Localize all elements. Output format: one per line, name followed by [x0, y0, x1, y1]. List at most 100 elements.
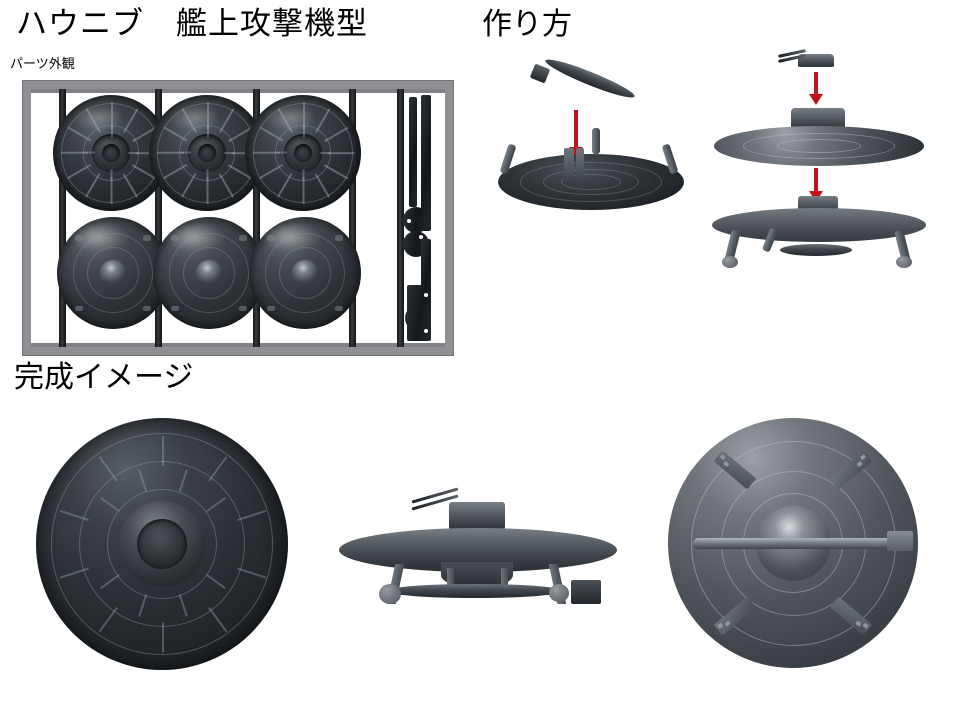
part-spoke — [328, 152, 355, 154]
gun-turret — [449, 502, 505, 530]
torpedo-tail-fin — [887, 530, 913, 551]
part-tab — [335, 305, 344, 312]
arrow-shaft — [814, 72, 818, 94]
page-title: ハウニブ 艦上攻撃機型 — [16, 6, 368, 42]
underslung-torpedo — [780, 244, 852, 256]
leg-pad-nub — [859, 454, 867, 461]
arrow-shaft — [574, 110, 578, 147]
sprue-interior — [31, 89, 445, 347]
part-spoke — [111, 101, 113, 129]
sprue-part-saucer-top-shell — [249, 217, 361, 329]
part-pin-hole — [407, 219, 411, 223]
part-pin-hole — [424, 329, 428, 333]
saucer-panel-line — [106, 488, 218, 600]
part-ring — [279, 247, 331, 299]
landing-strut — [501, 568, 508, 594]
upper-saucer-shell — [714, 126, 924, 166]
part-tab — [143, 234, 152, 241]
small-part-disc — [405, 305, 431, 331]
leg-pad-nub — [855, 620, 862, 627]
leg-pad-nub — [723, 460, 730, 468]
saucer-radial-panel — [162, 435, 164, 466]
part-inner-spoke — [111, 126, 113, 137]
saucer-groove — [520, 161, 662, 203]
part-core — [197, 143, 217, 163]
part-ring — [264, 232, 346, 314]
small-part-turret — [403, 207, 429, 233]
part-spoke — [60, 152, 88, 154]
sprue-runner — [59, 89, 66, 347]
part-inner-spoke — [303, 126, 305, 137]
leg-pad-nub — [862, 622, 869, 629]
part-core — [293, 143, 313, 163]
part-spoke — [252, 152, 280, 154]
parts-overview-label: パーツ外観 — [10, 57, 75, 72]
part-spoke — [156, 152, 184, 154]
saucer-radial-panel — [162, 621, 164, 653]
part-spoke — [111, 177, 113, 204]
landing-leg-foot — [896, 256, 912, 268]
saucer-panel-line — [777, 138, 861, 154]
part-dome — [195, 259, 223, 287]
part-ring — [179, 125, 235, 181]
leg-pad-nub — [724, 620, 731, 627]
part-ring — [87, 247, 139, 299]
part-spoke — [207, 177, 209, 204]
sprue-rail-bottom — [31, 343, 445, 347]
part-tab — [143, 305, 152, 312]
leg-pad-nub — [717, 622, 724, 629]
part-tab — [266, 234, 275, 241]
finished-view-top — [668, 418, 918, 668]
part-ring — [253, 103, 353, 203]
part-inner-spoke — [303, 169, 305, 180]
sprue-part-saucer-top-shell — [153, 217, 265, 329]
assembly-step-turret-and-hull — [706, 40, 956, 268]
arrow-head — [809, 94, 823, 105]
part-core — [101, 143, 121, 163]
lower-saucer-plate — [712, 208, 926, 242]
landing-leg-foot — [549, 584, 569, 602]
upper-dome-collar — [791, 108, 845, 130]
small-part-strut — [421, 239, 431, 311]
part-tab — [170, 305, 179, 312]
torpedo-part — [543, 54, 637, 103]
landing-strut — [447, 568, 454, 594]
part-inner-spoke — [207, 169, 209, 180]
underslung-torpedo — [693, 538, 888, 549]
part-ring — [275, 125, 331, 181]
part-tab — [74, 234, 83, 241]
torpedo-mount-bracket — [564, 148, 574, 182]
parts-sprue-frame — [22, 80, 454, 356]
part-inner-spoke — [111, 169, 113, 180]
landing-leg-foot — [722, 256, 738, 268]
underslung-torpedo — [387, 584, 563, 598]
torpedo-mount-bracket — [576, 148, 584, 182]
gun-turret-part — [798, 54, 834, 67]
part-spoke — [303, 177, 305, 204]
part-tab — [239, 234, 248, 241]
saucer-panel-line — [743, 133, 895, 159]
landing-leg — [592, 128, 600, 154]
finished-view-bottom — [36, 418, 288, 670]
saucer-groove — [561, 174, 621, 190]
sprue-rail-top — [31, 89, 445, 93]
how-to-make-heading: 作り方 — [482, 7, 572, 42]
small-part-torpedo — [409, 97, 417, 207]
center-hatch — [136, 518, 188, 570]
part-spoke — [303, 101, 305, 129]
sprue-runner — [253, 89, 260, 347]
torpedo-fin — [529, 63, 551, 84]
saucer-underside-assembly — [498, 154, 684, 210]
part-dome — [291, 259, 319, 287]
part-ring — [72, 232, 154, 314]
saucer-groove — [542, 168, 640, 196]
sprue-part-saucer-top-shell — [57, 217, 169, 329]
sprue-part-saucer-underside — [245, 95, 361, 211]
landing-leg-foot — [379, 584, 401, 604]
sprue-runner — [155, 89, 162, 347]
part-pin-hole — [419, 235, 423, 239]
part-ring — [183, 247, 235, 299]
small-part-strut — [421, 95, 431, 231]
leg-pad-nub — [856, 460, 863, 468]
